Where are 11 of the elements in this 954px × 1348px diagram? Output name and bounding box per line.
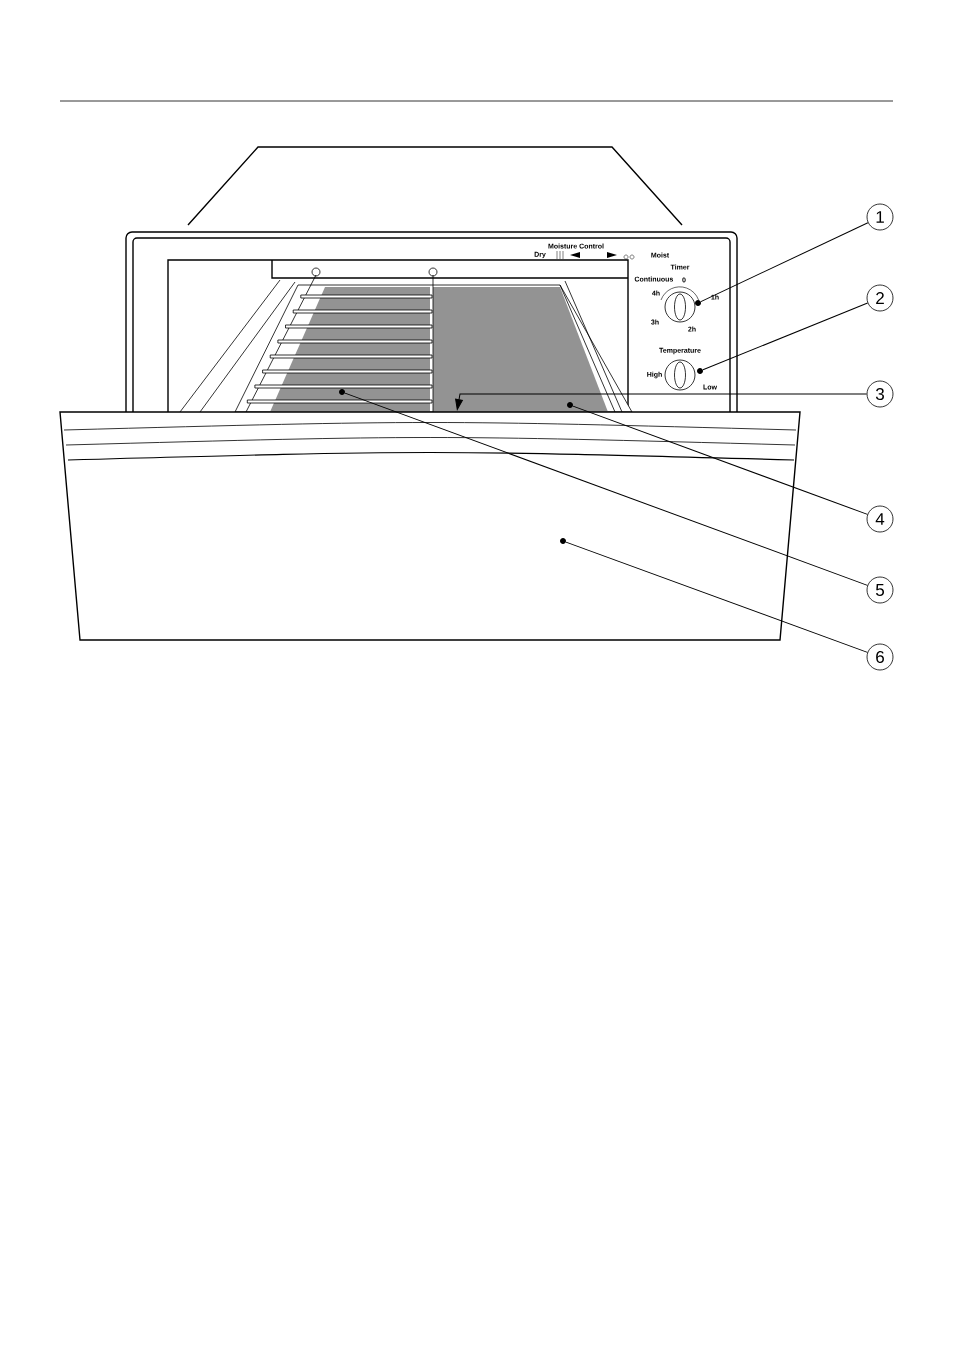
callout-number: 1 — [866, 203, 894, 231]
callout-number: 3 — [866, 380, 894, 408]
callout-number: 6 — [866, 643, 894, 671]
leader-line — [572, 405, 868, 515]
leader-line — [565, 541, 868, 653]
leader-line — [455, 393, 868, 410]
callout-number: 4 — [866, 505, 894, 533]
callout-number: 5 — [866, 576, 894, 604]
callout-number: 2 — [866, 284, 894, 312]
leader-line — [702, 302, 869, 371]
leader-line — [700, 222, 869, 303]
